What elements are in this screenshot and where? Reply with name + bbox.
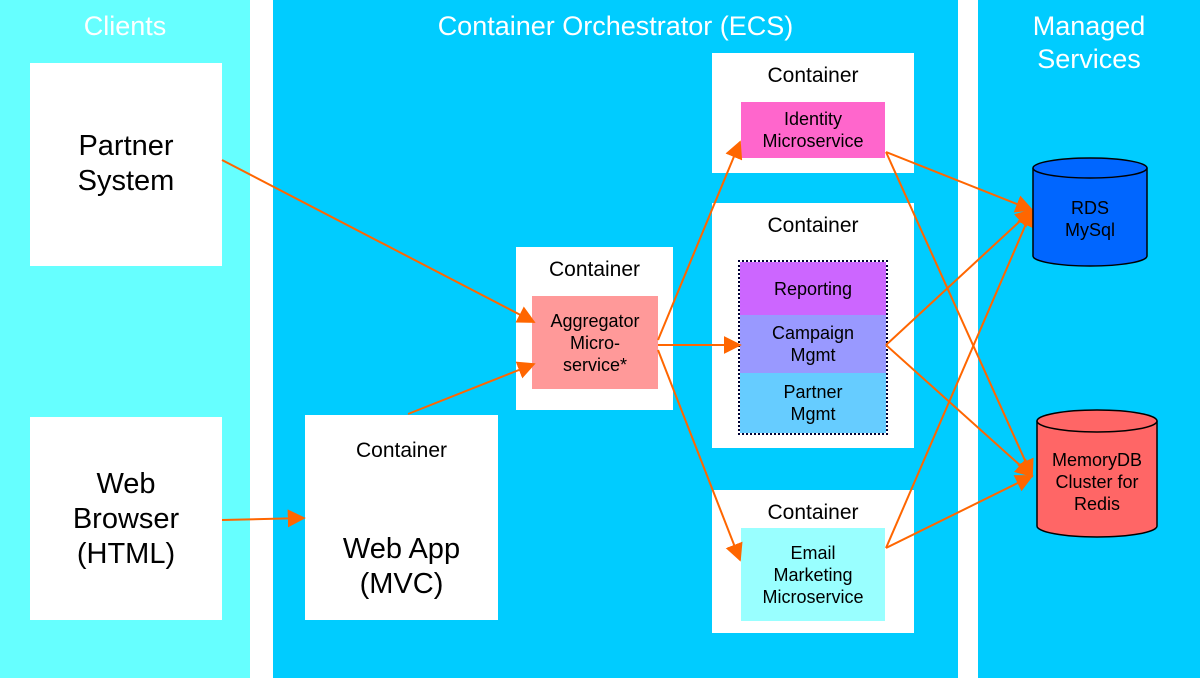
- email-container-title: Container: [767, 501, 859, 524]
- middle-container: Container Reporting Campaign Mgmt Partne…: [712, 203, 914, 448]
- web-browser-box: Web Browser (HTML): [30, 417, 222, 620]
- arrow-campaign-to-memorydb: [885, 344, 1034, 478]
- arrow-webapp-to-aggregator: [407, 361, 536, 415]
- email-container: Container Email Marketing Microservice: [712, 490, 914, 633]
- arrow-campaign-to-rds: [885, 208, 1034, 346]
- identity-microservice: Identity Microservice: [741, 102, 885, 158]
- arrow-email-to-memorydb: [885, 475, 1034, 549]
- campaign-mgmt-microservice: Campaign Mgmt: [740, 315, 886, 373]
- orchestrator-lane-title: Container Orchestrator (ECS): [437, 11, 794, 41]
- arrow-email-to-rds: [885, 208, 1034, 549]
- aggregator-microservice: Aggregator Micro- service*: [532, 296, 658, 389]
- arrow-browser-to-webapp: [221, 509, 306, 528]
- arrow-identity-to-memorydb: [885, 151, 1034, 478]
- arrow-aggregator-to-identity: [657, 140, 743, 341]
- email-marketing-microservice: Email Marketing Microservice: [741, 528, 885, 621]
- arrow-identity-to-rds: [885, 151, 1034, 213]
- web-browser-label: Web Browser (HTML): [72, 468, 180, 570]
- rds-database-icon: [1032, 157, 1148, 267]
- services-lane: Managed Services: [978, 0, 1200, 678]
- web-app-label: Web App (MVC): [342, 533, 461, 600]
- identity-container-title: Container: [767, 64, 859, 87]
- arrow-aggregator-to-email: [657, 349, 743, 562]
- middle-container-title: Container: [767, 214, 859, 237]
- web-app-container: Container Web App (MVC): [305, 415, 498, 620]
- grouped-microservices: Reporting Campaign Mgmt Partner Mgmt: [738, 260, 888, 435]
- arrow-partner-to-aggregator: [221, 159, 536, 323]
- aggregator-container-title: Container: [548, 258, 641, 281]
- partner-system-box: Partner System: [30, 63, 222, 266]
- rds-mysql-label: RDS MySql: [1064, 198, 1115, 240]
- clients-lane-title: Clients: [83, 11, 167, 41]
- aggregator-container: Container Aggregator Micro- service*: [516, 247, 673, 410]
- partner-system-label: Partner System: [77, 130, 175, 197]
- memorydb-label: MemoryDB Cluster for Redis: [1051, 450, 1142, 514]
- memorydb-database-icon: [1036, 409, 1158, 538]
- web-app-container-title: Container: [355, 439, 448, 462]
- identity-container: Container Identity Microservice: [712, 53, 914, 173]
- reporting-microservice: Reporting: [740, 262, 886, 315]
- services-lane-title: Managed Services: [1032, 11, 1146, 74]
- partner-mgmt-microservice: Partner Mgmt: [740, 373, 886, 433]
